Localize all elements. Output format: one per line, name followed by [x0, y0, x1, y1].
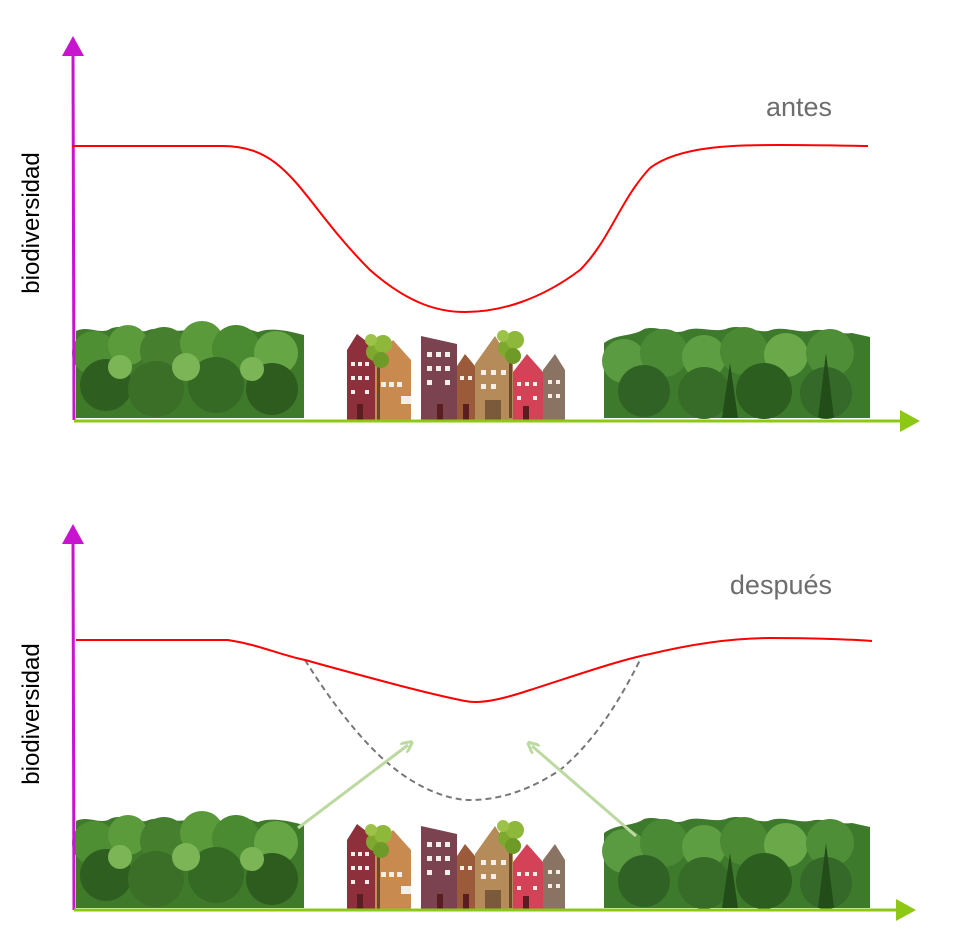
forest-right-icon	[602, 327, 870, 419]
recovery-arrow-left	[297, 745, 408, 830]
y-axis-label: biodiversidad	[18, 643, 45, 784]
recovery-arrow-right	[532, 746, 637, 838]
biodiversity-curve	[76, 636, 873, 703]
panel-title: después	[730, 570, 832, 600]
forest-right-icon	[602, 817, 870, 909]
y-axis-arrowhead	[62, 524, 84, 544]
x-axis-arrowhead	[896, 899, 916, 921]
previous-curve	[304, 659, 641, 802]
panel-before: antes biodiversidad	[18, 36, 920, 432]
forest-left-icon	[72, 321, 304, 418]
y-axis	[71, 539, 76, 911]
town-icon	[347, 330, 565, 420]
town-icon	[347, 820, 565, 910]
y-axis	[71, 51, 76, 421]
forest-left-icon	[72, 811, 304, 908]
panel-after: después biodiversidad	[18, 524, 916, 921]
y-axis-arrowhead	[62, 36, 84, 56]
y-axis-label: biodiversidad	[18, 152, 45, 293]
panel-title: antes	[766, 92, 832, 122]
biodiversity-curve	[72, 143, 869, 314]
x-axis-arrowhead	[900, 410, 920, 432]
